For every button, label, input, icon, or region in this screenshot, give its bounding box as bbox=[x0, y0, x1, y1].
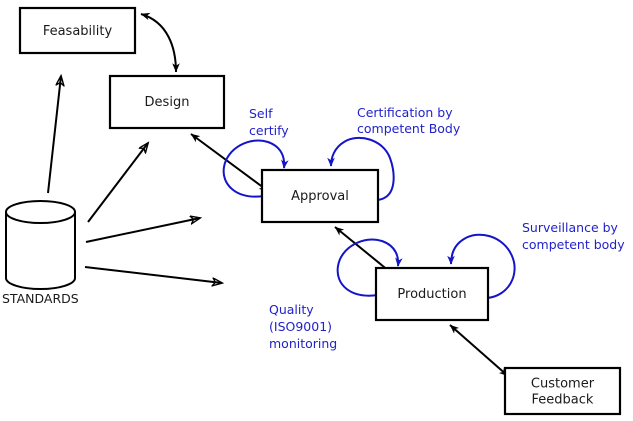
flow-line-production-customer-feedback bbox=[449, 324, 509, 377]
flow-line-design-approval bbox=[190, 133, 269, 192]
flow-standards-approval bbox=[85, 218, 200, 243]
node-production-box[interactable] bbox=[374, 266, 490, 322]
annotation-surveillance-line1: Surveillance by bbox=[522, 220, 619, 235]
annotation-quality-line1: Quality bbox=[269, 302, 314, 317]
node-feasability-label: Feasability bbox=[43, 24, 113, 39]
node-production-label: Production bbox=[397, 287, 466, 302]
node-customer-feedback-label-line1: Customer bbox=[531, 377, 595, 392]
flow-standards-feasability bbox=[47, 76, 61, 194]
annotation-surveillance-competent-body: Surveillance by competent body bbox=[522, 220, 625, 252]
annotation-certification-line1: Certification by bbox=[357, 105, 453, 120]
standards-label: STANDARDS bbox=[2, 291, 79, 306]
node-feasability-box[interactable] bbox=[18, 6, 137, 55]
node-design-label: Design bbox=[145, 95, 190, 110]
node-feasability[interactable]: Feasability bbox=[18, 6, 137, 55]
self-loop-arc-quality-monitoring bbox=[336, 238, 403, 297]
node-approval-box[interactable] bbox=[260, 168, 380, 224]
standards-cylinder-top bbox=[5, 200, 76, 224]
flow-feasability-design bbox=[140, 12, 180, 73]
annotation-self-certify-line2: certify bbox=[249, 123, 289, 138]
annotation-quality-monitoring: Quality (ISO9001) monitoring bbox=[269, 302, 337, 351]
flow-production-customer-feedback bbox=[449, 324, 509, 377]
data-store-standards: STANDARDS bbox=[2, 200, 79, 306]
annotation-certification-line2: competent Body bbox=[357, 121, 461, 136]
flow-line-feasability-design bbox=[140, 12, 180, 73]
annotation-self-certify: Self certify bbox=[249, 106, 289, 138]
node-design[interactable]: Design bbox=[108, 74, 226, 130]
flow-line-standards-approval bbox=[85, 218, 200, 243]
self-loop-surveillance-competent-body bbox=[447, 233, 516, 299]
node-design-box[interactable] bbox=[108, 74, 226, 130]
node-customer-feedback-label-line2: Feedback bbox=[532, 393, 594, 408]
self-loop-arc-surveillance-competent-body bbox=[447, 233, 516, 299]
flow-line-standards-production bbox=[84, 266, 222, 283]
annotation-surveillance-line2: competent body bbox=[522, 237, 625, 252]
self-loop-certification-competent-body bbox=[327, 137, 395, 201]
self-loop-quality-monitoring bbox=[336, 238, 403, 297]
annotation-certification-competent-body: Certification by competent Body bbox=[357, 105, 461, 136]
flow-design-approval bbox=[190, 133, 269, 192]
annotation-self-certify-line1: Self bbox=[249, 106, 273, 121]
self-loop-arc-certification-competent-body bbox=[327, 137, 395, 201]
annotation-quality-line3: monitoring bbox=[269, 336, 337, 351]
node-production[interactable]: Production bbox=[374, 266, 490, 322]
node-approval[interactable]: Approval bbox=[260, 168, 380, 224]
node-customer-feedback-box[interactable] bbox=[503, 366, 622, 416]
flow-line-standards-feasability bbox=[47, 76, 61, 194]
self-loop-arc-self-certify bbox=[222, 139, 289, 198]
flow-standards-design bbox=[87, 143, 148, 223]
standards-cylinder-body bbox=[5, 211, 76, 290]
annotation-quality-line2: (ISO9001) bbox=[269, 319, 332, 334]
flow-line-standards-design bbox=[87, 143, 148, 223]
node-approval-label: Approval bbox=[291, 189, 349, 204]
node-customer-feedback[interactable]: Customer Feedback bbox=[503, 366, 622, 416]
self-loop-self-certify bbox=[222, 139, 289, 198]
flow-standards-production bbox=[84, 266, 222, 283]
